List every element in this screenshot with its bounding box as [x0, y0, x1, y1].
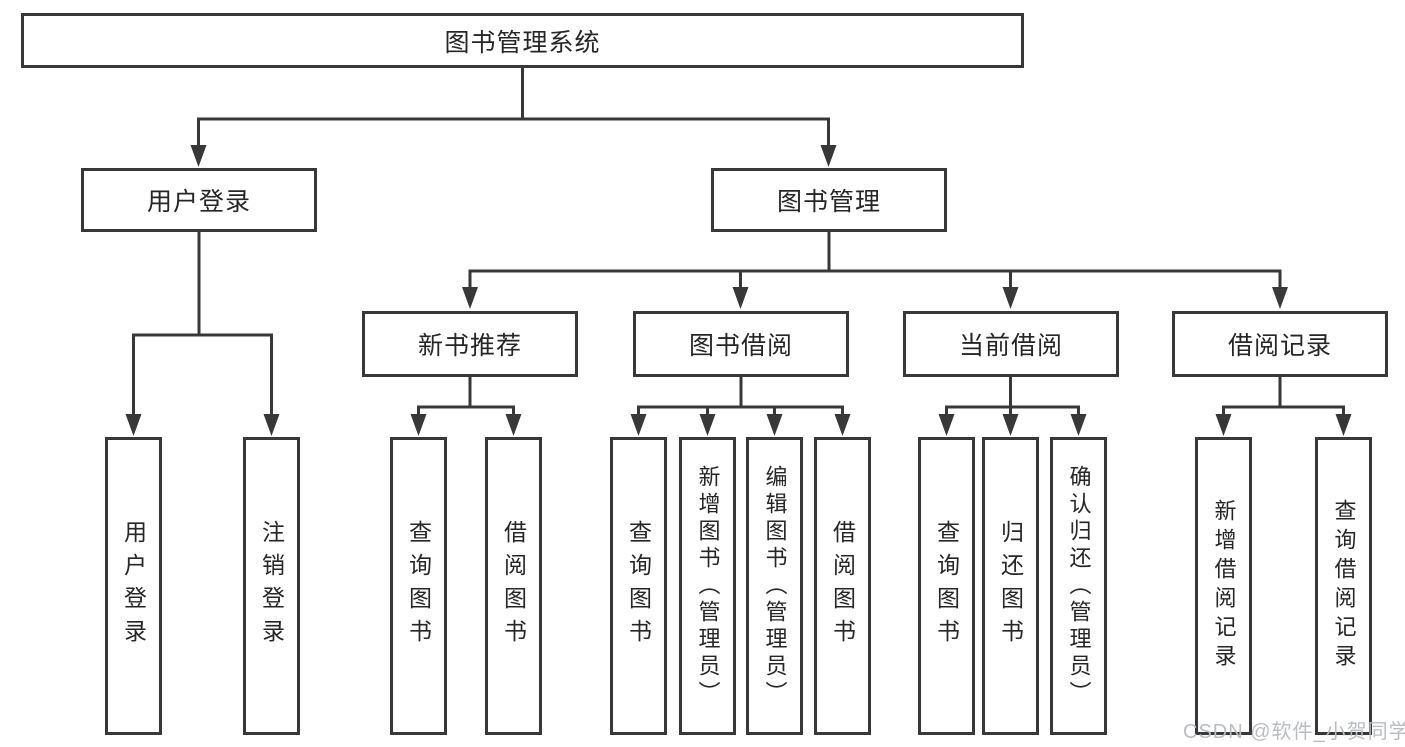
node-label: 借阅记录 — [1227, 332, 1332, 360]
node-label: 用户登录 — [120, 520, 147, 652]
node-label: 确认归还（管理员） — [1066, 464, 1092, 708]
node-label: 借阅图书 — [829, 520, 856, 652]
arrowhead-icon — [1335, 414, 1352, 436]
leaf-confirm-return-admin: 确认归还（管理员） — [1050, 437, 1107, 735]
node-book-management: 图书管理 — [711, 168, 947, 232]
connector-newbooks-to-leaves — [417, 377, 515, 421]
node-book-borrowing: 图书借阅 — [633, 311, 849, 377]
arrowhead-icon — [410, 414, 427, 436]
node-label: 编辑图书（管理员） — [762, 464, 788, 708]
node-label: 查询图书 — [625, 520, 652, 652]
node-user-login: 用户登录 — [81, 168, 317, 232]
arrowhead-icon — [1272, 287, 1288, 309]
connector-borrow-to-leaves — [637, 377, 844, 421]
node-label: 注销登录 — [258, 520, 285, 652]
connector-userlogin-to-leaves — [132, 232, 273, 421]
leaf-query-books: 查询图书 — [918, 437, 975, 735]
arrowhead-icon — [732, 287, 749, 309]
arrowheads — [125, 145, 1352, 436]
node-label: 新增图书（管理员） — [695, 464, 721, 708]
arrowhead-icon — [938, 414, 955, 436]
connector-records-to-leaves — [1222, 377, 1345, 421]
arrowhead-icon — [125, 414, 142, 436]
connector-root-to-level2 — [197, 68, 830, 152]
leaf-query-books: 查询图书 — [610, 437, 667, 735]
arrowhead-icon — [1070, 414, 1087, 436]
arrowhead-icon — [834, 414, 851, 436]
arrowhead-icon — [766, 414, 783, 436]
csdn-watermark: CSDN @软件_小贺同学 — [1183, 721, 1405, 743]
arrowhead-icon — [462, 287, 478, 309]
node-label: 查询图书 — [933, 520, 960, 652]
node-new-book-recommend: 新书推荐 — [362, 311, 578, 377]
leaf-query-books: 查询图书 — [390, 437, 447, 735]
node-label: 图书管理系统 — [444, 28, 601, 57]
node-label: 查询图书 — [405, 520, 432, 652]
arrowhead-icon — [699, 414, 716, 436]
node-label: 归还图书 — [997, 520, 1024, 652]
arrowhead-icon — [505, 414, 522, 436]
leaf-logout: 注销登录 — [243, 437, 300, 735]
arrowhead-icon — [190, 145, 207, 167]
leaf-return-books: 归还图书 — [982, 437, 1039, 735]
arrowhead-icon — [1215, 414, 1232, 436]
node-label: 新增借阅记录 — [1211, 499, 1237, 673]
connector-bookmgmt-to-level3 — [468, 232, 1282, 294]
arrowhead-icon — [1002, 287, 1019, 309]
leaf-borrow-books: 借阅图书 — [485, 437, 542, 735]
arrowhead-icon — [820, 145, 837, 167]
leaf-user-login: 用户登录 — [105, 437, 162, 735]
node-label: 用户登录 — [146, 188, 251, 216]
leaf-add-borrow-record: 新增借阅记录 — [1195, 437, 1252, 735]
leaf-add-books-admin: 新增图书（管理员） — [679, 437, 736, 735]
node-current-borrowing: 当前借阅 — [903, 311, 1119, 377]
arrowhead-icon — [1002, 414, 1019, 436]
leaf-edit-books-admin: 编辑图书（管理员） — [746, 437, 803, 735]
node-label: 图书借阅 — [688, 332, 793, 360]
node-borrowing-records: 借阅记录 — [1172, 311, 1388, 377]
arrowhead-icon — [630, 414, 647, 436]
leaf-query-borrow-record: 查询借阅记录 — [1315, 437, 1372, 735]
node-label: 图书管理 — [776, 188, 881, 216]
node-label: 新书推荐 — [417, 332, 522, 360]
arrowhead-icon — [263, 414, 280, 436]
node-label: 查询借阅记录 — [1331, 499, 1357, 673]
node-library-management-system: 图书管理系统 — [21, 13, 1024, 68]
node-label: 借阅图书 — [500, 520, 527, 652]
leaf-borrow-books: 借阅图书 — [814, 437, 871, 735]
node-label: 当前借阅 — [958, 332, 1063, 360]
